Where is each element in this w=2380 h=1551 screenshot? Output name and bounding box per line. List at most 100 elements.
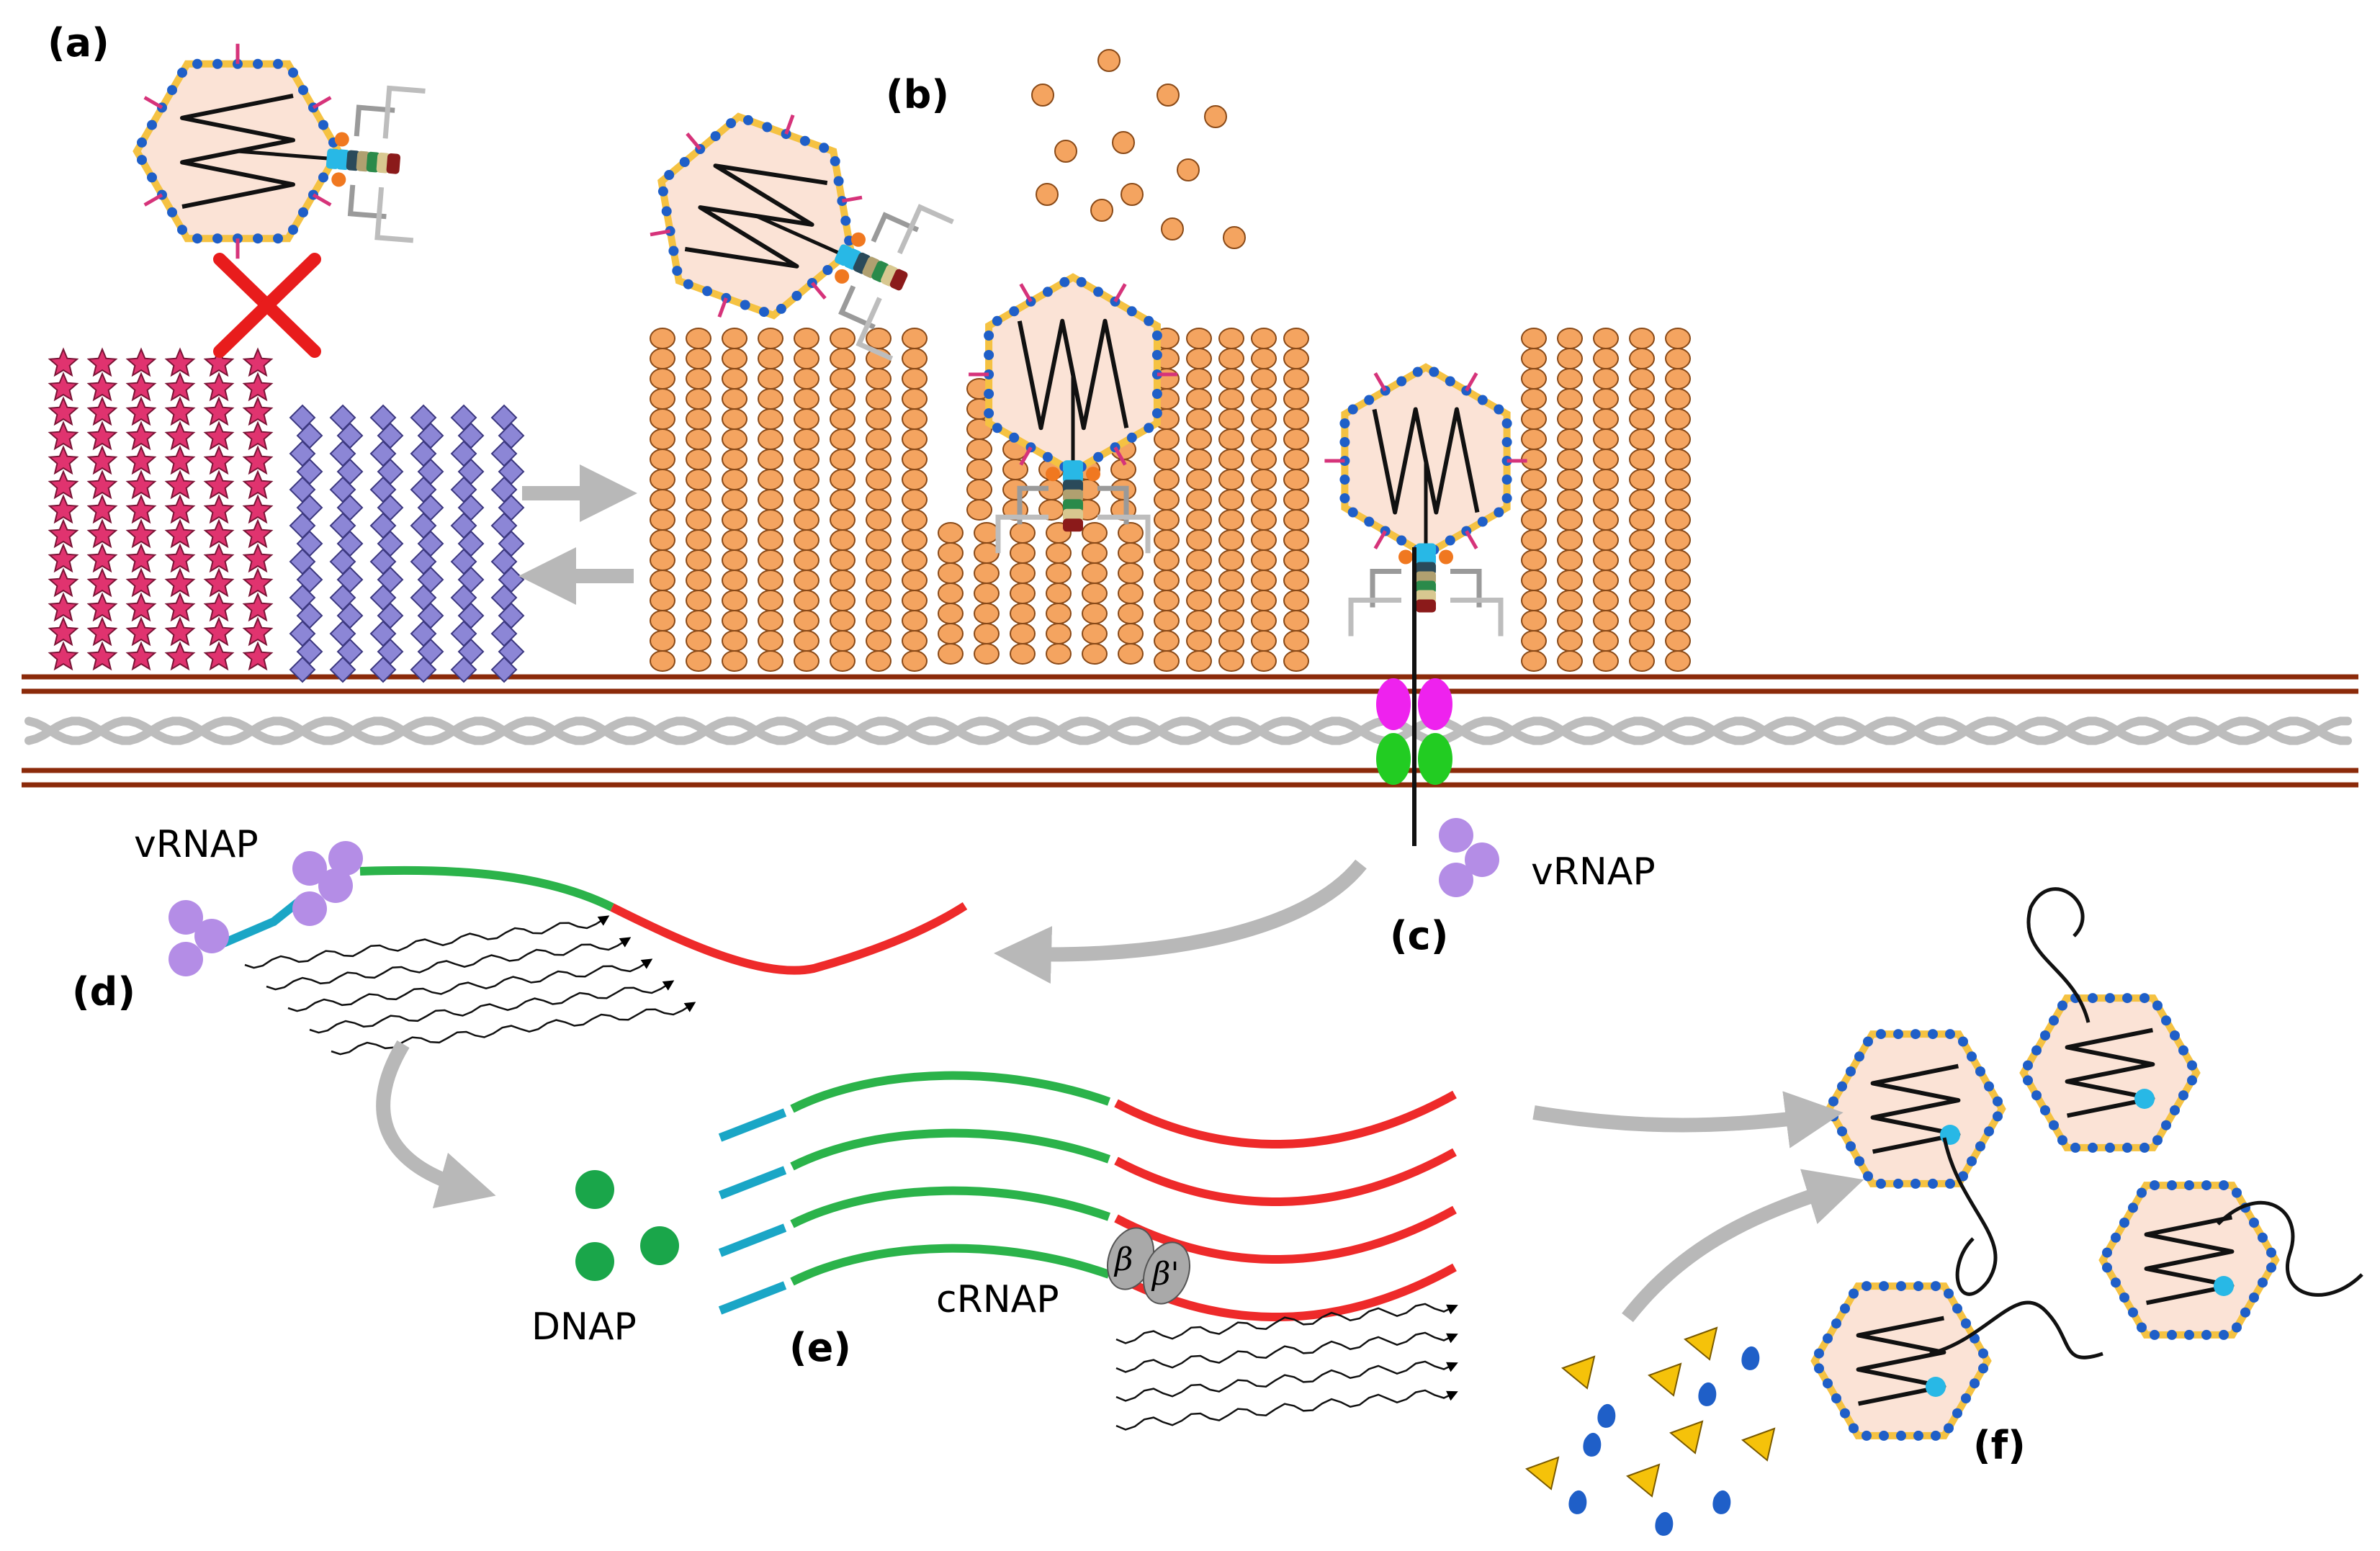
capsid-protein	[1975, 1141, 1985, 1151]
bead-receptor	[1082, 583, 1108, 604]
bead-receptor	[830, 509, 856, 531]
star-receptor	[86, 396, 118, 426]
bead-receptor	[1283, 590, 1309, 611]
star-receptor	[242, 469, 274, 500]
bead-receptor	[1186, 570, 1212, 591]
capsid-protein	[1931, 1281, 1941, 1292]
bead-receptor	[1082, 542, 1108, 564]
capsid-protein	[664, 170, 675, 180]
bead-receptor	[686, 570, 711, 591]
bead-receptor	[1521, 388, 1547, 410]
capsid-protein	[668, 246, 679, 256]
capsid-spike	[312, 96, 332, 109]
vrnap-subunit	[1465, 842, 1499, 877]
capsid-protein	[1009, 432, 1020, 443]
capsid-protein	[1823, 1333, 1833, 1344]
bead-receptor	[1665, 509, 1691, 531]
bead-receptor	[1251, 489, 1277, 511]
proteins-to-assembly-arrow	[1622, 1169, 1864, 1323]
capsid-protein	[1913, 1281, 1923, 1292]
bead-receptor	[1010, 542, 1036, 564]
capsid-protein	[2023, 1075, 2033, 1086]
tail-knob	[1398, 549, 1413, 565]
capsid-protein	[2102, 1262, 2112, 1273]
bead-receptor	[974, 623, 1000, 644]
bead-receptor	[938, 522, 964, 544]
star-receptor	[86, 494, 118, 524]
bead-receptor	[722, 570, 747, 591]
capsid-protein	[1993, 1096, 2003, 1107]
bead-receptor	[1118, 562, 1144, 584]
bead-receptor	[758, 509, 783, 531]
early-transcript	[287, 958, 653, 1012]
capsid-protein	[1151, 331, 1162, 341]
capsid-protein	[1009, 306, 1020, 317]
bead-receptor	[1046, 562, 1072, 584]
coat-protein	[1712, 1490, 1731, 1514]
capsid-protein	[2187, 1060, 2197, 1071]
bead-receptor	[866, 509, 892, 531]
star-receptor	[86, 567, 118, 598]
tail-fiber	[1450, 569, 1482, 608]
capsid-protein	[1879, 1281, 1889, 1292]
capsid-spike	[650, 229, 671, 237]
capsid-protein	[273, 233, 283, 244]
bead-receptor	[1521, 549, 1547, 571]
bead-receptor	[1251, 509, 1277, 531]
bead-receptor	[650, 489, 675, 511]
capsid-protein	[1893, 1029, 1903, 1040]
capsid-protein	[743, 114, 753, 125]
capsid-protein	[2219, 1329, 2229, 1340]
star-receptor	[203, 518, 235, 549]
bead-receptor	[1046, 583, 1072, 604]
capsid-protein	[2031, 1045, 2042, 1056]
bead-receptor	[966, 439, 992, 460]
bead-receptor	[1118, 603, 1144, 624]
bead-receptor	[722, 590, 747, 611]
bead-receptor	[650, 630, 675, 652]
bead-receptor	[1186, 489, 1212, 511]
capsid-protein	[1396, 376, 1407, 387]
capsid-protein	[1896, 1281, 1906, 1292]
bead-receptor	[1593, 650, 1619, 672]
capsid-protein	[212, 233, 223, 244]
bead-receptor	[1593, 328, 1619, 349]
bead-receptor	[1186, 449, 1212, 470]
bead-receptor	[1010, 583, 1036, 604]
bead-receptor	[1186, 469, 1212, 490]
capsid-protein	[1831, 1393, 1841, 1403]
star-receptor	[164, 543, 196, 573]
bead-receptor	[1283, 469, 1309, 490]
capsid-protein	[1876, 1029, 1886, 1040]
bead-receptor	[1521, 650, 1547, 672]
bead-receptor	[1593, 428, 1619, 450]
bead-receptor	[1521, 368, 1547, 390]
capsid-protein	[1347, 507, 1358, 518]
phage	[969, 273, 1177, 554]
capsid-protein	[2040, 1105, 2050, 1115]
capsid-protein	[2139, 1142, 2150, 1153]
bead-receptor	[966, 459, 992, 480]
scaffold-protein	[1626, 1463, 1661, 1498]
capsid-protein	[2122, 1142, 2132, 1153]
capsid-protein	[776, 303, 786, 314]
capsid-protein	[167, 207, 177, 217]
capsid-protein	[1952, 1408, 1962, 1419]
bead-receptor	[1218, 630, 1244, 652]
bead-receptor	[686, 388, 711, 410]
capsid-protein	[273, 58, 283, 69]
star-receptor	[86, 445, 118, 475]
capsid-protein	[1854, 1051, 1864, 1062]
capsid-protein	[288, 67, 298, 78]
capsid-protein	[147, 120, 157, 130]
bead-receptor	[794, 549, 819, 571]
bead-receptor	[1521, 630, 1547, 652]
capsid-protein	[799, 135, 810, 146]
bead-receptor	[722, 650, 747, 672]
capsid-protein	[1876, 1178, 1886, 1189]
capsid-protein	[2070, 1142, 2080, 1153]
capsid-protein	[1477, 516, 1488, 527]
bead-receptor	[1665, 428, 1691, 450]
capsid-protein	[2170, 1105, 2180, 1115]
coat-protein	[1655, 1511, 1674, 1536]
